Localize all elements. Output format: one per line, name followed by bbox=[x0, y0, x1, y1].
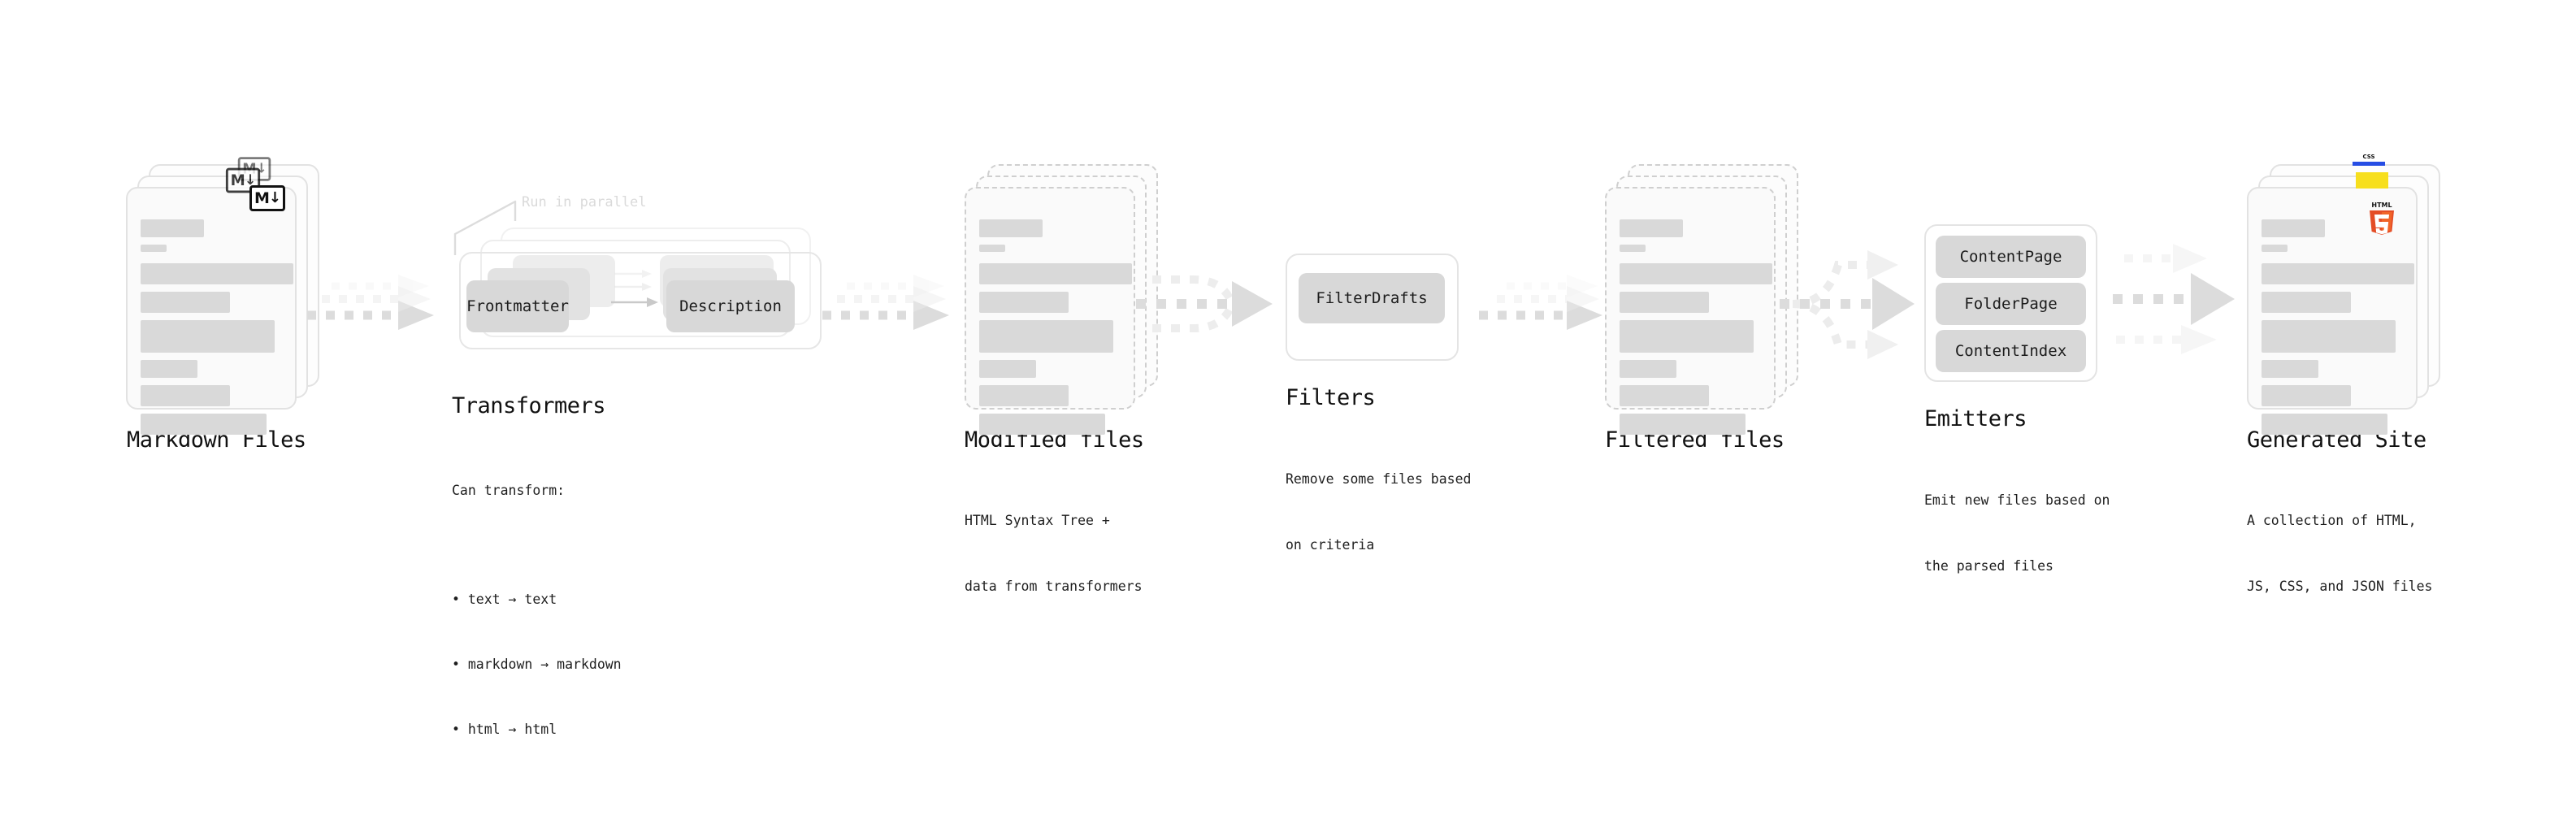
document-skeleton bbox=[1620, 216, 1772, 442]
modified-files-desc-line-1: HTML Syntax Tree + bbox=[965, 513, 1110, 529]
stage-title-filters: Filters bbox=[1286, 385, 1376, 410]
js-icon bbox=[2356, 172, 2388, 189]
filters-desc-line-1: Remove some files based bbox=[1286, 471, 1472, 488]
document-skeleton bbox=[2262, 216, 2414, 442]
emitter-pill-contentindex[interactable]: ContentIndex bbox=[1936, 330, 2086, 372]
emitter-pill-contentindex-label: ContentIndex bbox=[1954, 342, 2067, 360]
transformer-pill-frontmatter[interactable]: Frontmatter bbox=[466, 280, 569, 332]
emitters-desc-line-2: the parsed files bbox=[1924, 557, 2053, 574]
html5-icon: HTML bbox=[2366, 200, 2397, 236]
emitter-pill-contentpage[interactable]: ContentPage bbox=[1936, 236, 2086, 278]
transformers-frame-front bbox=[459, 252, 822, 349]
markdown-file-stack: M↓ M↓ M↓ bbox=[126, 157, 319, 435]
filter-pill-filterdrafts-label: FilterDrafts bbox=[1316, 289, 1428, 307]
transformers-bullet-markdown: markdown → markdown bbox=[452, 654, 622, 676]
pipeline-diagram: M↓ M↓ M↓ Markdown Files Run in parallel bbox=[0, 0, 2576, 681]
arrow-markdown-to-transformers bbox=[307, 275, 445, 332]
modified-files-desc-line-2: data from transformers bbox=[965, 578, 1143, 594]
stage-title-emitters: Emitters bbox=[1924, 406, 2027, 431]
transformers-bullet-text: text → text bbox=[452, 589, 622, 611]
transformers-bullet-html: html → html bbox=[452, 719, 622, 741]
generated-site-stack: CSS HTML bbox=[2247, 154, 2440, 435]
arrow-filters-to-filtered bbox=[1479, 275, 1617, 332]
svg-text:HTML: HTML bbox=[2371, 202, 2392, 209]
run-in-parallel-label: Run in parallel bbox=[522, 194, 647, 210]
arrow-emitters-to-site bbox=[2113, 231, 2275, 369]
transformer-pill-description-label: Description bbox=[679, 297, 782, 315]
emitter-pill-contentpage-label: ContentPage bbox=[1959, 248, 2062, 266]
css-icon-label: CSS bbox=[2362, 154, 2375, 160]
run-in-parallel-bracket bbox=[453, 200, 517, 255]
generated-site-desc-line-1: A collection of HTML, bbox=[2247, 513, 2417, 529]
transformers-description: Can transform: text → text markdown → ma… bbox=[452, 437, 622, 828]
filtered-file-stack bbox=[1605, 164, 1798, 435]
document-card-front bbox=[1605, 187, 1776, 435]
markdown-badge-front: M↓ bbox=[249, 185, 285, 211]
emitter-pill-folderpage[interactable]: FolderPage bbox=[1936, 283, 2086, 325]
modified-file-stack bbox=[965, 164, 1158, 435]
filters-desc-line-2: on criteria bbox=[1286, 536, 1375, 553]
stage-title-transformers: Transformers bbox=[452, 393, 606, 418]
transformer-inner-arrows bbox=[611, 270, 658, 307]
modified-files-description: HTML Syntax Tree + data from transformer… bbox=[965, 467, 1143, 641]
generated-site-description: A collection of HTML, JS, CSS, and JSON … bbox=[2247, 467, 2432, 641]
document-skeleton bbox=[141, 216, 293, 442]
transformers-description-heading: Can transform: bbox=[452, 483, 566, 499]
document-card-front bbox=[126, 187, 297, 435]
css-icon: CSS bbox=[2353, 154, 2385, 166]
filter-pill-filterdrafts[interactable]: FilterDrafts bbox=[1299, 273, 1445, 323]
transformer-pill-frontmatter-label: Frontmatter bbox=[466, 297, 569, 315]
document-skeleton bbox=[979, 216, 1132, 442]
filters-description: Remove some files based on criteria bbox=[1286, 426, 1471, 600]
emitters-desc-line-1: Emit new files based on bbox=[1924, 492, 2110, 509]
arrow-filtered-to-emitters bbox=[1780, 236, 1934, 374]
emitter-pill-folderpage-label: FolderPage bbox=[1964, 295, 2058, 313]
emitters-description: Emit new files based on the parsed files bbox=[1924, 447, 2110, 621]
generated-site-desc-line-2: JS, CSS, and JSON files bbox=[2247, 578, 2433, 594]
arrow-modified-to-filters bbox=[1136, 258, 1290, 348]
document-card-front bbox=[965, 187, 1135, 435]
transformer-pill-description[interactable]: Description bbox=[666, 280, 795, 332]
arrow-transformers-to-modified bbox=[822, 275, 961, 332]
